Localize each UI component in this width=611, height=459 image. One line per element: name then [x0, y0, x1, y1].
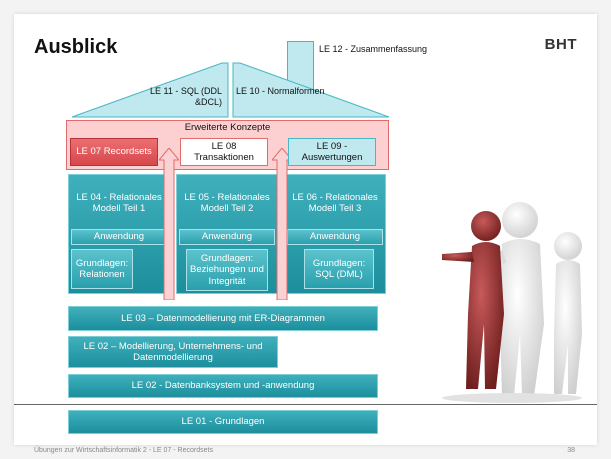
le12-label: LE 12 - Zusammenfassung — [319, 44, 428, 54]
page-number: 38 — [567, 447, 575, 454]
le05-title: LE 05 - Relationales Modell Teil 2 — [184, 191, 270, 214]
le03-layer: LE 03 – Datenmodellierung mit ER-Diagram… — [68, 306, 378, 331]
advanced-concepts-heading: Erweiterte Konzepte — [184, 122, 271, 133]
le06-application: Anwendung — [287, 229, 383, 245]
le10-label: LE 10 - Normalformen — [236, 86, 325, 96]
le08-label: LE 08 Transaktionen — [182, 140, 266, 164]
bht-logo: BHT — [544, 36, 577, 53]
le09-auswertungen: LE 09 - Auswertungen — [288, 138, 376, 166]
footer-text: Übungen zur Wirtschaftsinformatik 2 - LE… — [34, 447, 213, 454]
slide: Ausblick BHT LE 12 - Zusammenfassung LE … — [14, 14, 597, 454]
le02-db-layer: LE 02 - Datenbanksystem und -anwendung — [68, 374, 378, 398]
le11-label: LE 11 - SQL (DDL &DCL) — [149, 86, 222, 108]
roof-shape — [71, 62, 390, 118]
divider-line — [14, 404, 597, 405]
le01-layer: LE 01 - Grundlagen — [68, 410, 378, 434]
three-figures-illustration — [442, 202, 582, 403]
le02-modelling-layer: LE 02 – Modellierung, Unternehmens- und … — [68, 336, 278, 368]
up-arrow-left — [159, 148, 179, 300]
le07-recordsets: LE 07 Recordsets — [70, 138, 158, 166]
le04-title: LE 04 - Relationales Modell Teil 1 — [76, 191, 162, 214]
le06-basics: Grundlagen: SQL (DML) — [304, 249, 374, 289]
le05-application: Anwendung — [179, 229, 275, 245]
le04-basics: Grundlagen: Relationen — [71, 249, 133, 289]
le04-application: Anwendung — [71, 229, 167, 245]
slide-title: Ausblick — [34, 36, 118, 58]
le06-title: LE 06 - Relationales Modell Teil 3 — [292, 191, 378, 214]
up-arrow-right — [272, 148, 292, 300]
le05-basics: Grundlagen: Beziehungen und Integrität — [186, 249, 268, 291]
